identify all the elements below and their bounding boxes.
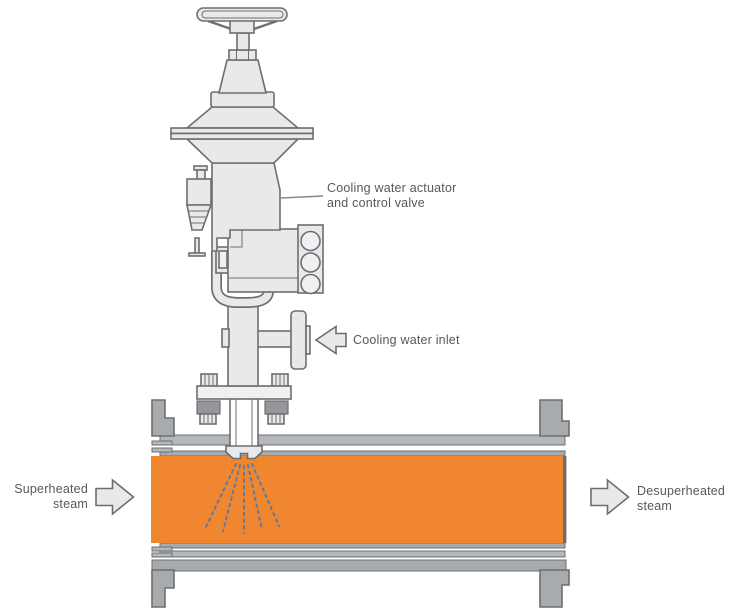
desuperheated-label-line1: Desuperheated [637, 484, 726, 498]
bracket-hole [300, 252, 321, 273]
desuperheated-steam-arrow-icon [590, 478, 630, 516]
positioner-foot [188, 252, 206, 257]
yoke [217, 59, 268, 94]
steam-pipe [151, 399, 570, 608]
right-top-flange-leg [539, 399, 570, 437]
stem-collar [228, 49, 257, 61]
actuator-leader-line [280, 195, 324, 199]
pipe-right-end-edge [563, 456, 567, 543]
bolt-block [264, 400, 289, 415]
superheated-label-line1: Superheated [14, 482, 88, 496]
pipe-top-inner-wall [159, 450, 566, 457]
superheated-label-line2: steam [52, 497, 88, 511]
inlet-branch-pipe [256, 330, 293, 348]
bracket-hole [300, 230, 321, 252]
column-side-tab [221, 328, 230, 348]
left-gasket-stripe [151, 440, 173, 446]
dome-upper [184, 106, 301, 129]
actuator-label-line1: Cooling water actuator [327, 181, 457, 195]
dome-lower [185, 138, 300, 164]
water-spray [205, 463, 280, 534]
diaphragm-flange [170, 127, 314, 135]
tube-clamp-inner [218, 250, 228, 269]
yoke-bracket [227, 228, 301, 293]
actuator-label: Cooling water actuator and control valve [327, 181, 456, 211]
spray-nozzle [225, 445, 263, 460]
superheated-steam-arrow-icon [95, 478, 135, 516]
mounting-flange [196, 373, 292, 425]
flange-plate [196, 385, 292, 400]
positioner [186, 165, 213, 257]
bracket-hole [300, 273, 321, 295]
left-gasket-stripe [151, 552, 173, 558]
control-valve-assembly [170, 7, 324, 460]
diaphragm-flange [170, 132, 314, 140]
handwheel-rim-inner [201, 10, 284, 19]
positioner-pin [194, 237, 200, 255]
inlet-label-text: Cooling water inlet [353, 333, 460, 347]
inlet-flange [290, 310, 307, 370]
pipe-bottom-mid-wall [159, 550, 566, 558]
left-top-flange-leg [151, 399, 175, 437]
valve-stem [236, 32, 250, 51]
inlet-label: Cooling water inlet [353, 333, 460, 348]
pipe-top-outer-wall [159, 434, 566, 446]
pipe-bottom-outer-wall [151, 559, 567, 572]
u-tube [211, 251, 274, 308]
pipe-bottom-inner-wall [159, 542, 566, 549]
left-gasket-stripe [151, 546, 173, 552]
actuator-label-line2: and control valve [327, 196, 425, 210]
bolt-block [196, 400, 221, 415]
left-gasket-stripe [151, 447, 173, 453]
positioner-box [186, 178, 212, 206]
handwheel [196, 7, 288, 34]
right-bottom-flange-leg [539, 569, 570, 608]
actuator-dome [170, 106, 314, 164]
superheated-steam-label: Superheated steam [0, 482, 88, 512]
cooling-water-inlet-arrow-icon [314, 324, 347, 356]
desuperheated-label-line2: steam [637, 499, 673, 513]
valve-body [211, 162, 281, 252]
steam-interior [151, 456, 566, 543]
inlet-flange-cap [305, 325, 311, 355]
desuperheated-steam-label: Desuperheated steam [637, 484, 725, 514]
valve-column [227, 301, 259, 387]
spray-tube [229, 396, 259, 448]
spring-cap [210, 91, 275, 108]
left-bottom-flange-leg [151, 569, 175, 608]
handwheel-rim [196, 7, 288, 22]
